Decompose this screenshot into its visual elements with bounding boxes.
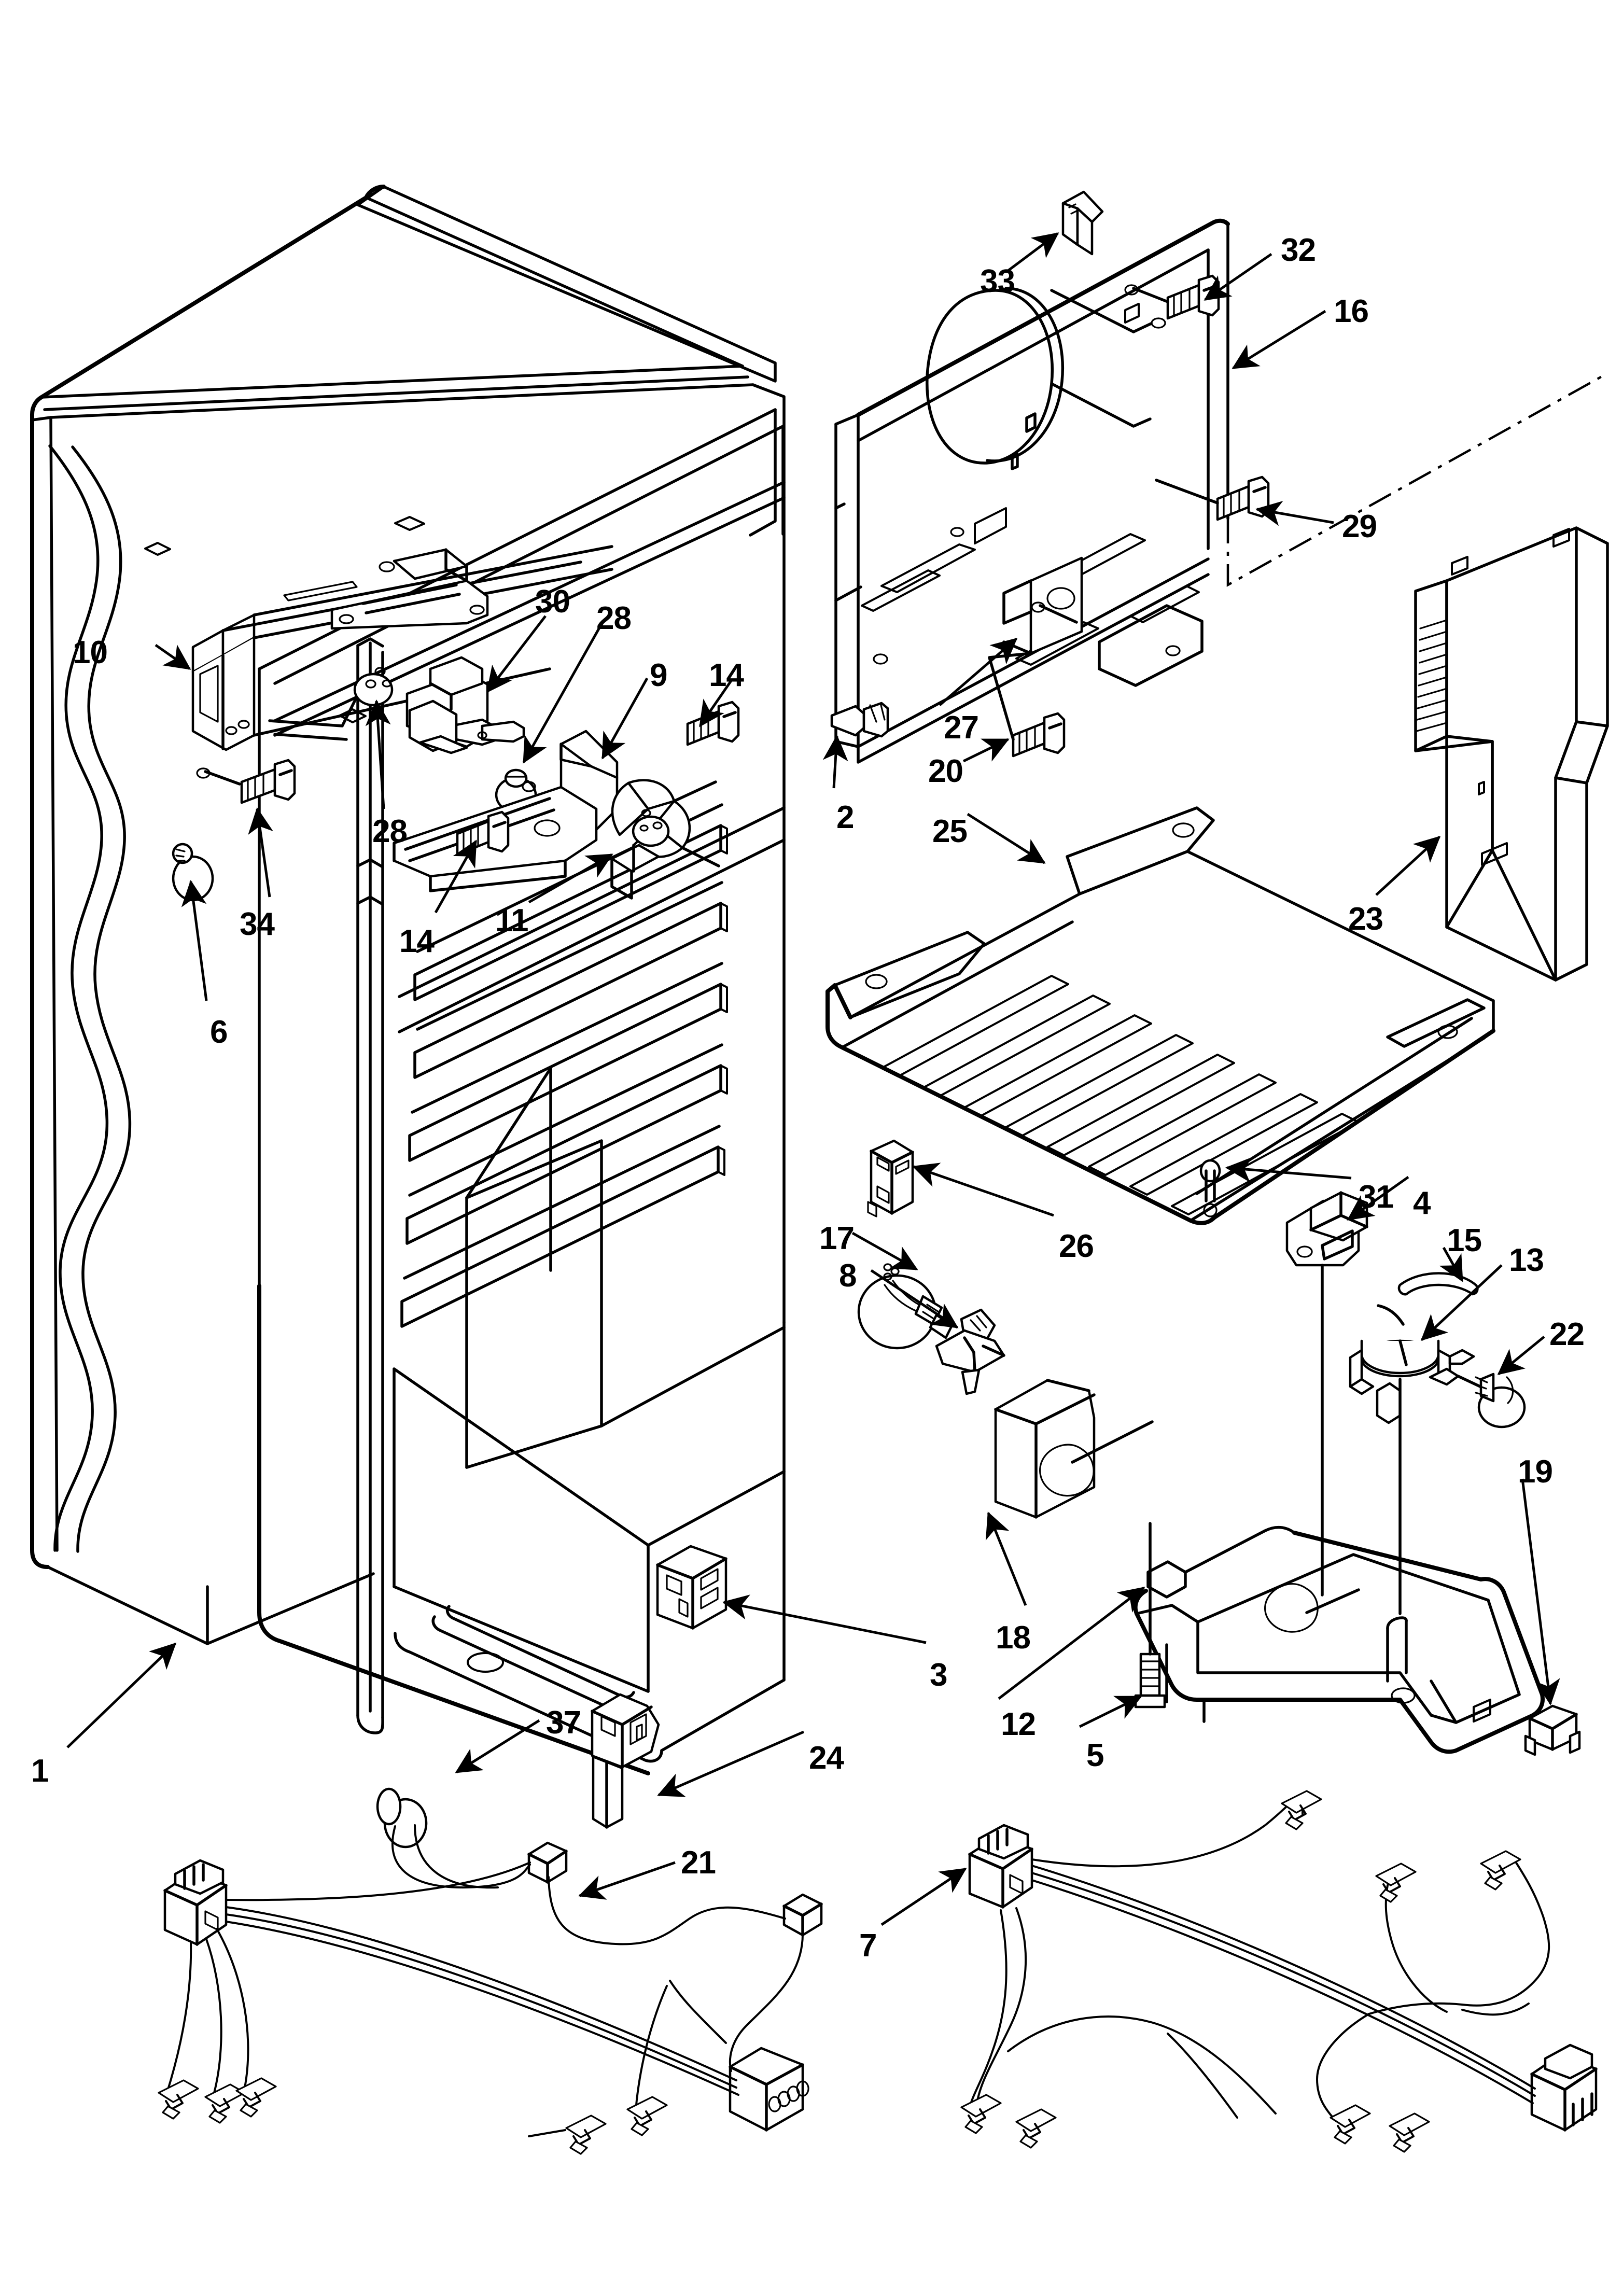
duct-louvers [1416,619,1448,732]
switch-actuator-24 [591,1693,660,1829]
callout-28-upper: 28 [596,600,632,636]
callout-6: 6 [210,1014,228,1050]
callout-32: 32 [1281,232,1316,268]
callout-11: 11 [495,903,529,939]
screw-29 [1155,475,1270,521]
callout-12: 12 [1001,1706,1036,1742]
screw-20 [988,652,1066,758]
grommet-2 [830,702,889,738]
screw-34 [196,759,296,804]
callout-29: 29 [1342,509,1377,544]
terminal-block-3 [656,1545,727,1630]
left-wire-harness-21 [158,1787,823,2155]
callout-28-lower: 28 [372,814,408,849]
screw-5 [1134,1522,1166,1709]
callout-7: 7 [859,1928,877,1964]
grille-louvers [880,975,1360,1215]
callout-19: 19 [1518,1454,1553,1490]
callout-4: 4 [1413,1185,1431,1221]
light-bulb-17 [857,1263,954,1350]
right-wire-harness-7 [960,1790,1598,2153]
spade-terminals-left [158,2077,668,2155]
fan-blade-11 [610,779,720,900]
callout-5: 5 [1086,1738,1104,1773]
callout-25: 25 [932,814,968,849]
callout-22: 22 [1549,1317,1585,1352]
wire-clamp-15 [1397,1272,1479,1296]
callout-leaders [66,232,1560,1926]
spade-terminals-right [960,1790,1521,2153]
callout-14-lower: 14 [399,923,435,959]
evaporator-fan-motor-30 [353,656,537,814]
cabinet-liner-assembly [30,185,786,1775]
callout-31: 31 [1359,1179,1394,1215]
callout-21: 21 [681,1845,716,1881]
callout-17: 17 [819,1221,855,1256]
callout-23: 23 [1348,901,1383,937]
callout-8: 8 [839,1258,857,1294]
liner-shelf-rails [400,803,728,1328]
callout-16: 16 [1334,293,1369,329]
callout-13: 13 [1509,1242,1544,1278]
callout-24: 24 [809,1740,844,1776]
defrost-thermostat-13 [1349,1304,1495,1615]
callout-3: 3 [930,1657,947,1693]
callout-20: 20 [928,753,963,789]
rear-panel-bracket-16 [834,218,1608,764]
drain-pan-12 [1133,1525,1545,1754]
callout-33: 33 [980,263,1015,299]
callout-34: 34 [240,906,275,942]
callout-37: 37 [546,1705,581,1741]
top-bracket-plate [330,548,489,630]
air-duct-cover-23 [1414,526,1609,982]
light-switch-26 [867,1139,914,1217]
callout-9: 9 [650,657,667,693]
callout-30: 30 [535,584,570,620]
callout-1: 1 [31,1753,49,1789]
terminal-connector-19 [1524,1704,1581,1756]
evaporator-cover-grille-25 [826,806,1495,1225]
light-shield-housing-18 [994,1379,1154,1519]
callout-27: 27 [944,710,979,746]
defrost-timer-control-4 [1285,1191,1368,1597]
callout-26: 26 [1059,1228,1094,1264]
clip-bracket-33 [1061,190,1104,256]
callout-14-upper: 14 [709,657,744,693]
callout-10: 10 [73,635,108,670]
callout-18: 18 [996,1620,1031,1656]
fan-motor-bracket-9 [393,730,619,892]
light-socket-8 [935,1308,1005,1395]
callout-15: 15 [1447,1223,1482,1258]
push-pin-rivet-31 [1199,1159,1221,1217]
callout-2: 2 [836,800,854,835]
push-in-plug-22 [1474,1373,1526,1429]
